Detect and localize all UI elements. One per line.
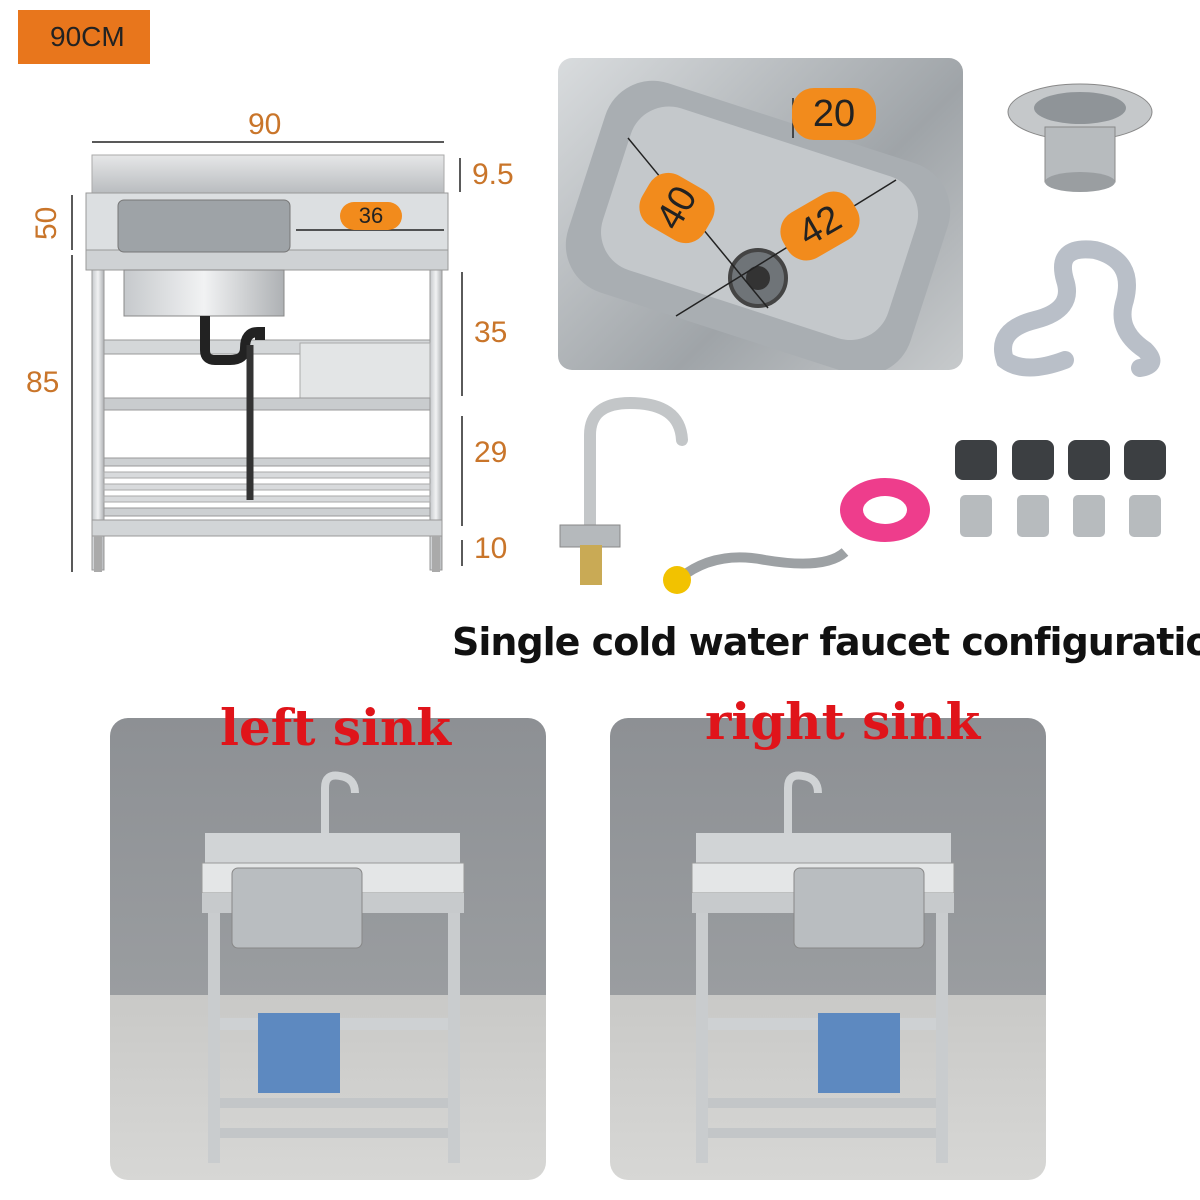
towel <box>258 1013 340 1093</box>
strainer-image <box>1007 83 1153 192</box>
water-supply-hose-image <box>663 548 849 594</box>
right-sink-photo <box>610 718 1046 1180</box>
faucet-image <box>559 396 688 585</box>
shelf-upper <box>299 342 431 399</box>
depth-dimension: 50 <box>30 206 63 240</box>
basin-opening <box>117 199 291 253</box>
upper-gap-dimension: 35 <box>474 316 508 349</box>
left-sink-label: left sink <box>220 698 451 757</box>
backsplash <box>91 154 445 194</box>
width-dimension: 90 <box>248 108 282 141</box>
basin-depth-label: 20 <box>792 88 876 140</box>
basin-closeup <box>558 58 963 370</box>
shelf-lower <box>103 457 431 517</box>
right-sink-illustration <box>691 771 955 1163</box>
size-badge: 90CM <box>18 10 150 64</box>
counter-dimension: 36 <box>340 202 402 230</box>
towel <box>818 1013 900 1093</box>
drain-pipe <box>200 316 265 365</box>
sealing-tape-image <box>840 478 930 542</box>
dimension-diagram <box>71 141 463 572</box>
basin-closeup-drawing <box>565 80 951 370</box>
height-dimension: 85 <box>26 366 60 399</box>
left-sink-photo <box>110 718 546 1180</box>
drain-hose-image <box>994 240 1161 377</box>
configuration-caption: Single cold water faucet configuration <box>452 620 1200 664</box>
backsplash-dimension: 9.5 <box>472 158 514 191</box>
size-badge-label: 90CM <box>50 21 125 52</box>
right-sink-label: right sink <box>705 692 981 751</box>
basin-body <box>123 269 285 317</box>
left-sink-illustration <box>201 771 465 1163</box>
lower-gap-dimension: 29 <box>474 436 508 469</box>
leveling-feet-image <box>955 440 1166 537</box>
foot-dimension: 10 <box>474 532 508 565</box>
